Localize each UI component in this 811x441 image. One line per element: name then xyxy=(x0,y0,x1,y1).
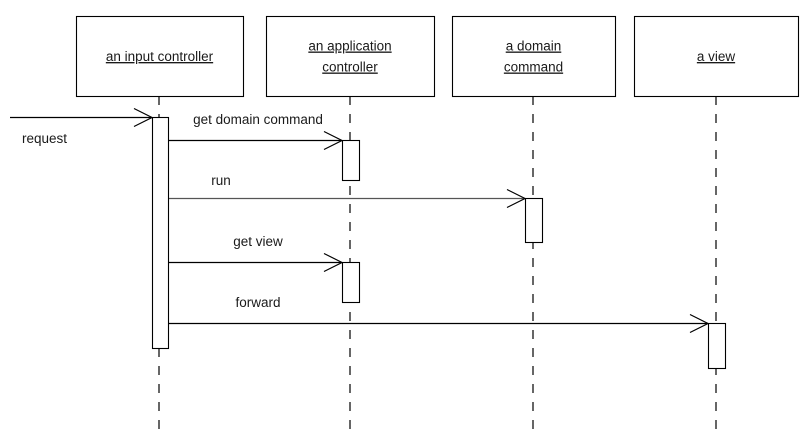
participant-label-input-controller: an input controller xyxy=(106,49,214,64)
participant-label-application-controller: controller xyxy=(322,60,378,75)
activation-domain-command[interactable] xyxy=(524,197,544,244)
participant-box-domain-command[interactable] xyxy=(451,15,617,98)
activation-app-controller-1[interactable] xyxy=(341,139,361,182)
participant-boxes-layer: an input controller an application control… xyxy=(75,15,800,98)
activation-app-controller-2[interactable] xyxy=(341,261,361,304)
activation-input-controller[interactable] xyxy=(151,116,170,350)
message-forward-label: forward xyxy=(235,295,280,310)
participant-box-view[interactable] xyxy=(633,15,800,98)
message-request-label: request xyxy=(22,131,67,146)
participant-label-application-controller: an application xyxy=(308,39,391,54)
message-run-label: run xyxy=(211,173,231,188)
activation-view[interactable] xyxy=(707,322,727,370)
labels-layer: request get domain command run get view forw… xyxy=(22,112,323,310)
participant-label-domain-command: a domain xyxy=(506,39,562,54)
participant-box-application-controller[interactable] xyxy=(265,15,436,98)
participant-box-input-controller[interactable] xyxy=(75,15,245,98)
participant-label-view: a view xyxy=(697,49,736,64)
activation-bars-layer xyxy=(151,116,727,370)
message-get-view-label: get view xyxy=(233,234,283,249)
message-get-domain-command-label: get domain command xyxy=(193,112,323,127)
messages-layer xyxy=(10,107,710,334)
participant-label-domain-command: command xyxy=(504,60,563,75)
